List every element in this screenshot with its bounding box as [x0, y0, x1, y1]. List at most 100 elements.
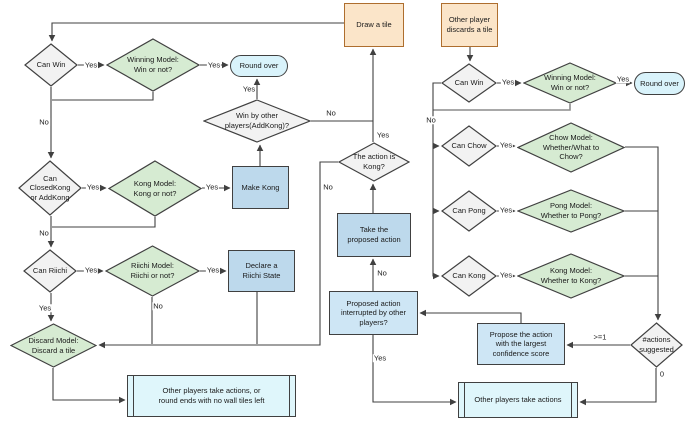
- edge-label-e14: Yes: [83, 265, 99, 275]
- diamond-shape: [441, 190, 497, 232]
- node-pong-model: Pong Model: Whether to Pong?: [517, 189, 625, 233]
- node-take-action: Take the proposed action: [337, 213, 411, 257]
- node-label: The action is Kong?: [352, 152, 396, 171]
- edge-e39-interrupted-to-others_actions_r: [372, 335, 457, 406]
- edge-e25-can_win_r-to-can_chow: [432, 82, 441, 150]
- node-label: #actions suggested: [639, 335, 674, 354]
- process-shape: [329, 291, 418, 335]
- edge-label-e12: No: [38, 228, 50, 238]
- edge-label-e37: No: [376, 268, 388, 278]
- subprocess-bar: [571, 383, 572, 417]
- edge-label-e6: Yes: [85, 182, 101, 192]
- node-label: Propose the action with the largest conf…: [489, 329, 553, 358]
- node-interrupted: Proposed action interrupted by other pla…: [329, 291, 418, 335]
- edge-label-e15: Yes: [205, 265, 221, 275]
- edge-label-e22: Yes: [500, 77, 516, 87]
- node-propose-action: Propose the action with the largest conf…: [477, 323, 565, 365]
- diamond-shape: [108, 160, 202, 217]
- terminator-shape: [634, 72, 685, 95]
- diamond-shape: [523, 62, 617, 104]
- node-label: Discard Model: Discard a tile: [28, 335, 79, 355]
- diamond-shape: [630, 322, 683, 368]
- edge-e24-winning_model_r-to-can_chow: [433, 104, 571, 111]
- node-label: Can Riichi: [32, 266, 68, 276]
- subprocess-shape: [458, 382, 578, 418]
- node-chow-model: Chow Model: Whether/What to Chow?: [517, 122, 625, 173]
- node-label: Kong Model: Whether to Kong?: [540, 266, 602, 285]
- node-label: Can ClosedKong or AddKong: [29, 173, 71, 202]
- edge-label-e25: No: [425, 115, 437, 125]
- diamond-shape: [441, 255, 497, 297]
- edge-label-e23: Yes: [615, 74, 631, 84]
- edge-label-e11: Yes: [375, 130, 391, 140]
- node-win-by-other: Win by other players(AddKong)?: [203, 99, 311, 143]
- node-others-actions-l: Other players take actions, or round end…: [127, 375, 296, 417]
- diamond-shape: [517, 189, 625, 233]
- diamond-shape: [18, 160, 82, 216]
- diamond-shape: [441, 63, 497, 103]
- node-can-pong: Can Pong: [441, 190, 497, 232]
- subprocess-shape: [127, 375, 296, 417]
- node-label: Winning Model: Win or not?: [544, 73, 596, 92]
- node-can-chow: Can Chow: [441, 125, 497, 167]
- node-can-closedkong: Can ClosedKong or AddKong: [18, 160, 82, 216]
- edge-label-e3: Yes: [206, 60, 222, 70]
- node-draw-tile: Draw a tile: [344, 3, 404, 47]
- node-round-over-l: Round over: [230, 55, 288, 77]
- node-other-discards: Other player discards a tile: [441, 3, 498, 47]
- edge-e13-kong_model_l-to-can_riichi: [52, 217, 156, 228]
- node-label: Pong Model: Whether to Pong?: [540, 201, 602, 220]
- edge-label-e35: 0: [658, 369, 666, 379]
- edge-e26-can_win_r-to-can_pong: [432, 146, 440, 215]
- node-label: Chow Model: Whether/What to Chow?: [542, 133, 600, 162]
- node-kong-model-l: Kong Model: Kong or not?: [108, 160, 202, 217]
- node-others-actions-r: Other players take actions: [458, 382, 578, 418]
- subprocess-bar: [133, 376, 134, 416]
- edge-e20-discard_model-to-others_actions_l: [52, 368, 126, 404]
- edge-label-e7: Yes: [204, 182, 220, 192]
- node-make-kong: Make Kong: [232, 166, 289, 209]
- edge-label-e19: No: [322, 182, 334, 192]
- subprocess-bar: [464, 383, 465, 417]
- diamond-shape: [441, 125, 497, 167]
- node-label: Other player discards a tile: [446, 15, 493, 34]
- edge-label-e28: Yes: [498, 140, 514, 150]
- node-label: Round over: [640, 78, 679, 88]
- edge-label-e17: No: [152, 301, 164, 311]
- node-label: Other players take actions, or round end…: [158, 386, 265, 405]
- edge-label-e10: No: [325, 108, 337, 118]
- process-shape: [477, 323, 565, 365]
- node-label: Declare a Riichi State: [242, 261, 281, 280]
- node-label: Can Chow: [451, 141, 487, 151]
- node-label: Make Kong: [241, 182, 280, 192]
- edge-label-e2: Yes: [83, 60, 99, 70]
- node-declare-riichi: Declare a Riichi State: [228, 250, 295, 292]
- node-label: Can Pong: [452, 206, 486, 216]
- edge-e19-action_kong-to-discard_model: [98, 161, 338, 349]
- node-label: Can Win: [36, 60, 66, 70]
- node-can-win-r: Can Win: [441, 63, 497, 103]
- edge-e35-actions_suggested-to-others_actions_r: [579, 368, 657, 406]
- node-label: Kong Model: Kong or not?: [133, 178, 177, 198]
- node-label: Win by other players(AddKong)?: [224, 111, 290, 130]
- edge-label-e34: >=1: [592, 332, 608, 342]
- node-can-riichi: Can Riichi: [23, 249, 77, 293]
- edge-e31-chow_model-to-actions_suggested: [625, 146, 662, 321]
- node-label: Proposed action interrupted by other pla…: [340, 298, 407, 327]
- node-riichi-model: Riichi Model: Riichi or not?: [105, 245, 200, 297]
- node-label: Can Kong: [452, 271, 486, 281]
- process-shape: [344, 3, 404, 47]
- node-discard-model: Discard Model: Discard a tile: [10, 323, 97, 368]
- diamond-shape: [517, 253, 625, 299]
- process-shape: [228, 250, 295, 292]
- edge-e36-propose_action-to-interrupted: [419, 309, 522, 323]
- edge-e5-winning_model_l-to-can_closedkong: [52, 92, 154, 101]
- terminator-shape: [230, 55, 288, 77]
- node-label: Riichi Model: Riichi or not?: [130, 261, 175, 280]
- node-can-win-l: Can Win: [24, 43, 78, 87]
- edge-label-e4: No: [38, 117, 50, 127]
- node-can-kong-r: Can Kong: [441, 255, 497, 297]
- edge-label-e9: Yes: [241, 84, 257, 94]
